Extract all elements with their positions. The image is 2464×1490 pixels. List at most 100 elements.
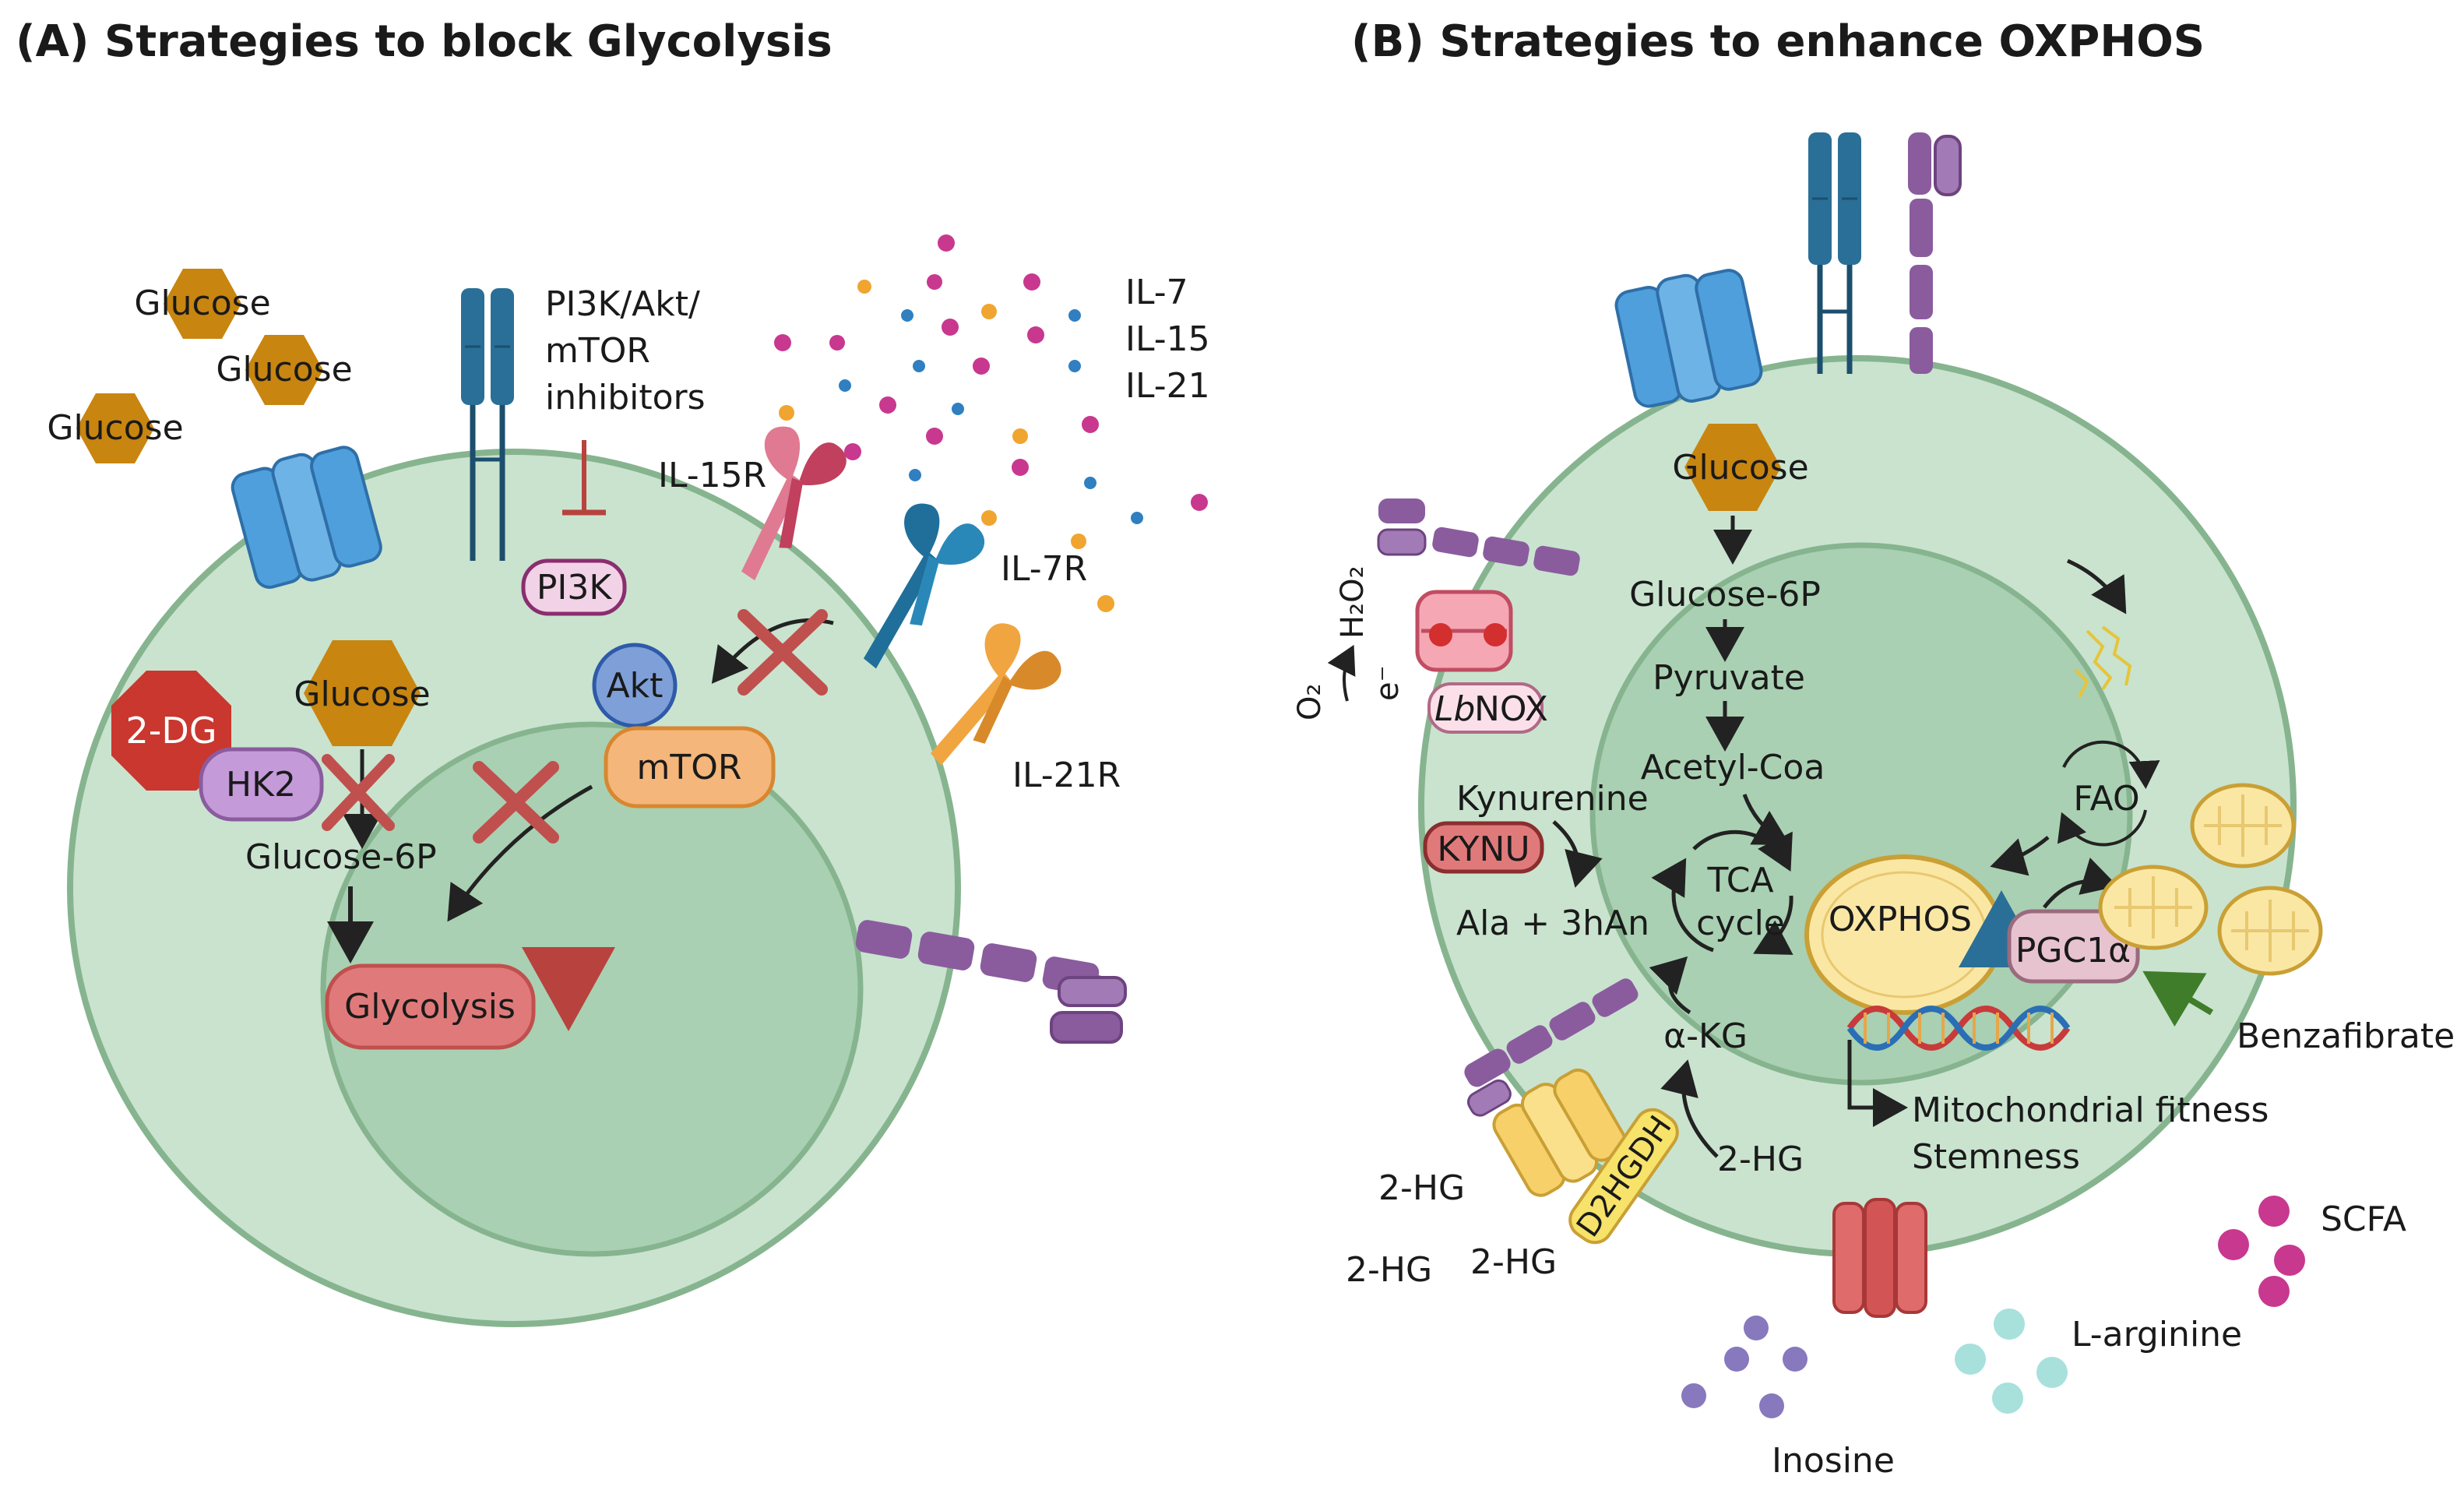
channel-icon — [1832, 1198, 1927, 1318]
fatty-acid-icon — [2074, 625, 2132, 698]
2hg-label: 2-HG — [1717, 1140, 1804, 1179]
svg-text:KYNU: KYNU — [1437, 830, 1529, 869]
stemness-label: Stemness — [1912, 1137, 2080, 1177]
cytokine-dots — [774, 234, 1208, 612]
il21r-label: IL-21R — [1012, 756, 1121, 795]
oxphos-label: OXPHOS — [1829, 900, 1972, 939]
arrow — [2066, 558, 2127, 615]
arrow — [1660, 1059, 1719, 1158]
il21-label: IL-21 — [1125, 366, 1210, 406]
glucose6p-label: Glucose-6P — [1629, 575, 1821, 615]
inosine-molecules — [1681, 1316, 1808, 1418]
arrow — [447, 784, 593, 922]
il7r-receptor-icon — [863, 503, 985, 669]
panel-a-title: (A) Strategies to block Glycolysis — [16, 16, 832, 67]
arrow — [2043, 858, 2118, 909]
arrow — [1327, 644, 1356, 702]
benzafibrate-label: Benzafibrate — [2237, 1016, 2455, 1056]
svg-text:HK2: HK2 — [226, 765, 296, 805]
receptor-dimer-icon — [1808, 132, 1861, 374]
glycolysis-node: Glycolysis — [325, 963, 536, 1050]
l-arginine-molecules — [1955, 1309, 2068, 1414]
2hg-label: 2-HG — [1378, 1168, 1465, 1208]
glucose-transporter-icon — [1614, 269, 1763, 408]
il7-label: IL-7 — [1125, 273, 1188, 312]
svg-text:Glucose: Glucose — [1672, 448, 1808, 488]
dna-icon — [1846, 1006, 2071, 1051]
block-x-icon — [737, 609, 828, 696]
mitochondrion-icon: OXPHOS — [1804, 854, 2004, 1015]
kynurenine-label: Kynurenine — [1456, 779, 1649, 819]
inhibition-bar-icon — [562, 440, 606, 516]
glucose-molecule: Glucose — [134, 269, 271, 339]
2hg-label: 2-HG — [1470, 1242, 1557, 1282]
pgc1a-node: PGC1α — [2007, 909, 2140, 984]
svg-text:NOX: NOX — [1474, 689, 1548, 729]
2dg-inhibitor: 2-DG — [111, 671, 231, 791]
membrane-protein-icon — [1464, 978, 1639, 1117]
il7r-label: IL-7R — [1001, 549, 1087, 589]
lbnox-channel-icon — [1415, 590, 1513, 672]
mitochondrion-icon — [2098, 865, 2209, 950]
inosine-label: Inosine — [1772, 1441, 1895, 1481]
panel-a: (A) Strategies to block Glycolysis Gluco… — [16, 16, 1210, 1327]
inhibitor-label: PI3K/Akt/ — [545, 284, 700, 324]
membrane-protein-icon — [1908, 132, 1962, 374]
glucose6p-label: Glucose-6P — [245, 837, 437, 877]
svg-text:Glycolysis: Glycolysis — [344, 987, 516, 1027]
receptor-dimer-icon — [461, 288, 514, 561]
glucose-molecule: Glucose — [1672, 424, 1809, 511]
svg-text:PGC1α: PGC1α — [2015, 931, 2131, 970]
block-x-icon — [322, 754, 395, 831]
mitochondrion-icon — [2217, 886, 2323, 976]
panel-b-title: (B) Strategies to enhance OXPHOS — [1351, 16, 2205, 67]
arrow — [1847, 1040, 1908, 1127]
acetyl-coa-label: Acetyl-Coa — [1641, 748, 1825, 787]
svg-text:Lb: Lb — [1434, 689, 1475, 729]
h2o2-label: H₂O₂ — [1335, 565, 1371, 639]
tca-cycle: TCA cycle — [1651, 830, 1793, 955]
glucose-transporter-icon — [231, 446, 382, 589]
d2hgdh-transporter-icon — [1492, 1068, 1627, 1197]
svg-text:mTOR: mTOR — [637, 748, 742, 787]
arrow — [1990, 836, 2050, 876]
mtor-node: mTOR — [604, 726, 776, 808]
membrane-protein-icon — [1377, 498, 1580, 576]
mito-fitness-label: Mitochondrial fitness — [1912, 1090, 2269, 1130]
kynu-enzyme: KYNU — [1423, 821, 1544, 874]
svg-text:Glucose: Glucose — [134, 284, 270, 323]
inhibitor-label: mTOR — [545, 331, 650, 371]
block-x-icon — [473, 761, 559, 844]
arrow — [1649, 956, 1691, 1015]
o2-label: O₂ — [1292, 683, 1328, 720]
svg-text:Glucose: Glucose — [294, 675, 430, 714]
svg-text:Glucose: Glucose — [47, 408, 183, 448]
akg-label: α-KG — [1663, 1016, 1748, 1056]
pyruvate-label: Pyruvate — [1653, 658, 1805, 698]
electron-label: e⁻ — [1370, 665, 1406, 701]
inhibitor-label: inhibitors — [545, 378, 706, 417]
mitochondrion-icon — [2190, 783, 2296, 868]
il21r-receptor-icon — [930, 623, 1061, 766]
2hg-label: 2-HG — [1346, 1250, 1432, 1290]
svg-text:2-DG: 2-DG — [126, 710, 217, 752]
svg-text:cycle: cycle — [1696, 904, 1785, 943]
glucose-molecule: Glucose — [47, 393, 184, 463]
glucose-molecule: Glucose — [294, 640, 431, 746]
il15r-receptor-icon — [741, 426, 847, 581]
arrow — [1552, 820, 1603, 888]
svg-text:Akt: Akt — [607, 666, 664, 706]
lbnox-label: Lb NOX — [1427, 682, 1548, 734]
svg-text:Glucose: Glucose — [216, 350, 352, 389]
activation-arrow-icon — [2142, 970, 2214, 1027]
fao-cycle: FAO — [2057, 740, 2160, 847]
il15r-label: IL-15R — [658, 456, 766, 495]
svg-text:TCA: TCA — [1706, 861, 1773, 900]
il15-label: IL-15 — [1125, 319, 1210, 359]
l-arginine-label: L-arginine — [2072, 1315, 2242, 1354]
akt-node: Akt — [592, 643, 678, 728]
scfa-label: SCFA — [2321, 1199, 2406, 1239]
membrane-protein-icon — [855, 920, 1127, 1044]
glucose-molecule: Glucose — [216, 335, 353, 405]
